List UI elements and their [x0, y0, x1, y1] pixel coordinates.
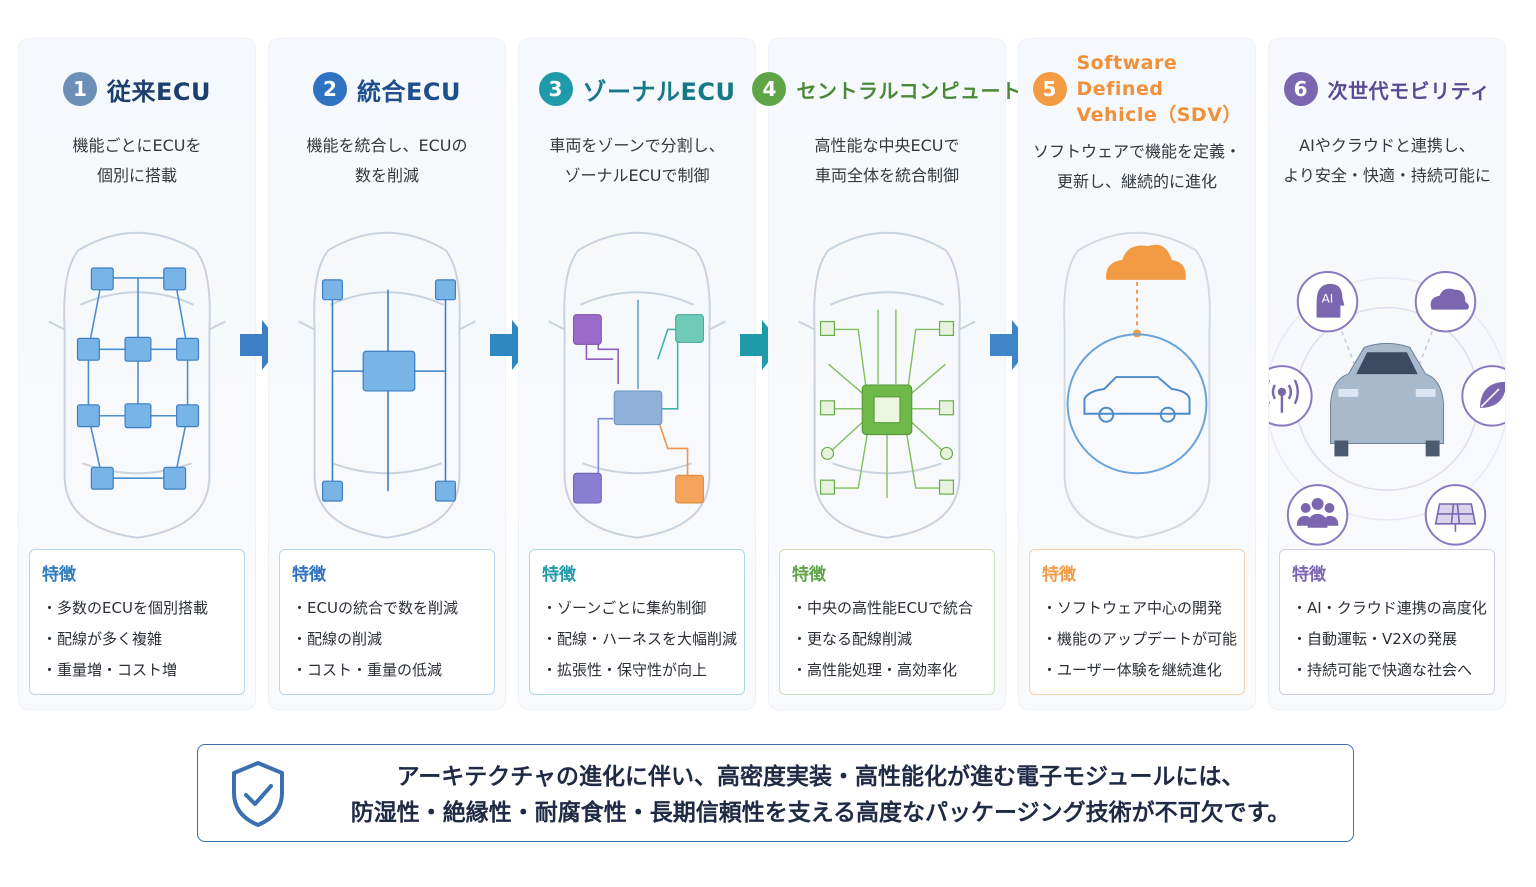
cloud-icon	[1106, 244, 1186, 280]
car-side-icon	[1083, 376, 1191, 423]
card-description: 機能を統合し、ECUの数を削減	[306, 136, 468, 185]
feature-item: 機能のアップデートが可能	[1042, 624, 1237, 655]
step-number: 4	[752, 72, 787, 106]
features-title: 特徴	[292, 565, 326, 585]
card-description: 高性能な中央ECUで車両全体を統合制御	[814, 136, 960, 185]
feature-item: 更なる配線削減	[792, 624, 982, 655]
ai-label: AI	[1322, 292, 1334, 306]
ai-head-icon: AI	[1316, 283, 1345, 318]
car-ecu-diagram	[19, 209, 255, 559]
card-title: ゾーナルECU	[582, 77, 736, 106]
feature-item: 持続可能で快適な社会へ	[1292, 655, 1482, 686]
card-description: 車両をゾーンで分割し、ゾーナルECUで制御	[549, 136, 725, 185]
card-title: 統合ECU	[357, 77, 461, 106]
car-topview-icon	[298, 231, 476, 539]
features-title: 特徴	[792, 565, 826, 585]
stage-card-5: 5 Software Defined Vehicle（SDV） ソフトウェアで機…	[1018, 38, 1256, 710]
shield-check-icon	[228, 759, 288, 829]
step-number: 1	[63, 72, 97, 106]
car-zonal-diagram	[519, 209, 755, 559]
step-number: 6	[1283, 72, 1318, 106]
solar-panel-icon	[1434, 503, 1477, 532]
features-title: 特徴	[42, 565, 76, 585]
card-header: 1 従来ECU	[19, 59, 255, 119]
features-box: 特徴 ECUの統合で数を削減 配線の削減 コスト・重量の低減	[279, 549, 495, 695]
feature-item: ECUの統合で数を削減	[292, 593, 482, 624]
mobility-ecosystem-diagram: AI	[1251, 209, 1523, 559]
card-title: 次世代モビリティ	[1327, 78, 1491, 103]
step-number: 2	[313, 72, 347, 106]
feature-item: 多数のECUを個別搭載	[42, 593, 232, 624]
card-description: 機能ごとにECUを個別に搭載	[72, 136, 202, 185]
features-title: 特徴	[542, 565, 576, 585]
card-title: セントラルコンピュート	[796, 78, 1022, 103]
card-description: ソフトウェアで機能を定義・更新し、継続的に進化	[1032, 142, 1241, 191]
card-header: 6 次世代モビリティ	[1269, 59, 1505, 119]
feature-item: 重量増・コスト増	[42, 655, 232, 686]
feature-item: 配線が多く複雑	[42, 624, 232, 655]
stage-card-4: 4 セントラルコンピュート 高性能な中央ECUで車両全体を統合制御	[752, 38, 1021, 710]
feature-item: ゾーンごとに集約制御	[542, 593, 732, 624]
card-header: 5 Software Defined Vehicle（SDV）	[1019, 52, 1255, 126]
card-title: Software Defined Vehicle（SDV）	[1076, 52, 1242, 126]
card-header: 2 統合ECU	[269, 59, 505, 119]
leaf-icon	[1478, 380, 1508, 410]
antenna-icon	[1264, 379, 1299, 413]
stage-card-3: 3 ゾーナルECU 車両をゾーンで分割し、ゾーナルECUで制御 特徴	[518, 38, 756, 710]
card-title: 従来ECU	[107, 77, 211, 106]
feature-item: 中央の高性能ECUで統合	[792, 593, 982, 624]
features-title: 特徴	[1042, 565, 1076, 585]
stage-card-6: 6 次世代モビリティ AIやクラウドと連携し、より安全・快適・持続可能に	[1251, 38, 1523, 710]
step-number: 3	[538, 72, 573, 106]
features-box: 特徴 ゾーンごとに集約制御 配線・ハーネスを大幅削減 拡張性・保守性が向上	[529, 549, 745, 695]
feature-item: 配線・ハーネスを大幅削減	[542, 624, 737, 655]
car-topview-icon	[548, 231, 726, 539]
cloud-icon	[1430, 288, 1469, 310]
car-sdv-diagram	[1019, 209, 1255, 559]
features-box: 特徴 多数のECUを個別搭載 配線が多く複雑 重量増・コスト増	[29, 549, 245, 695]
feature-item: AI・クラウド連携の高度化	[1292, 593, 1487, 624]
car-topview-icon	[48, 231, 226, 539]
people-icon	[1296, 498, 1339, 528]
card-header: 3 ゾーナルECU	[519, 59, 755, 119]
feature-item: 高性能処理・高効率化	[792, 655, 982, 686]
car-topview-icon	[798, 231, 976, 539]
features-box: 特徴 AI・クラウド連携の高度化 自動運転・V2Xの発展 持続可能で快適な社会へ	[1279, 549, 1495, 695]
car-ecu-diagram	[269, 209, 505, 559]
feature-item: コスト・重量の低減	[292, 655, 482, 686]
conclusion-text: アーキテクチャの進化に伴い、高密度実装・高性能化が進む電子モジュールには、 防湿…	[350, 764, 1291, 826]
conclusion-banner: アーキテクチャの進化に伴い、高密度実装・高性能化が進む電子モジュールには、 防湿…	[197, 744, 1354, 842]
feature-item: 自動運転・V2Xの発展	[1292, 624, 1482, 655]
card-header: 4 セントラルコンピュート	[752, 59, 1021, 119]
feature-item: 拡張性・保守性が向上	[542, 655, 732, 686]
features-box: 特徴 中央の高性能ECUで統合 更なる配線削減 高性能処理・高効率化	[779, 549, 995, 695]
car-front-icon	[1329, 342, 1445, 457]
card-description: AIやクラウドと連携し、より安全・快適・持続可能に	[1283, 136, 1491, 185]
features-box: 特徴 ソフトウェア中心の開発 機能のアップデートが可能 ユーザー体験を継続進化	[1029, 549, 1245, 695]
car-topview-icon	[1063, 231, 1211, 539]
feature-item: 配線の削減	[292, 624, 482, 655]
stage-card-1: 1 従来ECU 機能ごとにECUを個別に搭載	[18, 38, 256, 710]
feature-item: ソフトウェア中心の開発	[1042, 593, 1232, 624]
car-central-compute-diagram	[769, 209, 1005, 559]
feature-item: ユーザー体験を継続進化	[1042, 655, 1232, 686]
features-title: 特徴	[1292, 565, 1326, 585]
step-number: 5	[1032, 72, 1067, 106]
